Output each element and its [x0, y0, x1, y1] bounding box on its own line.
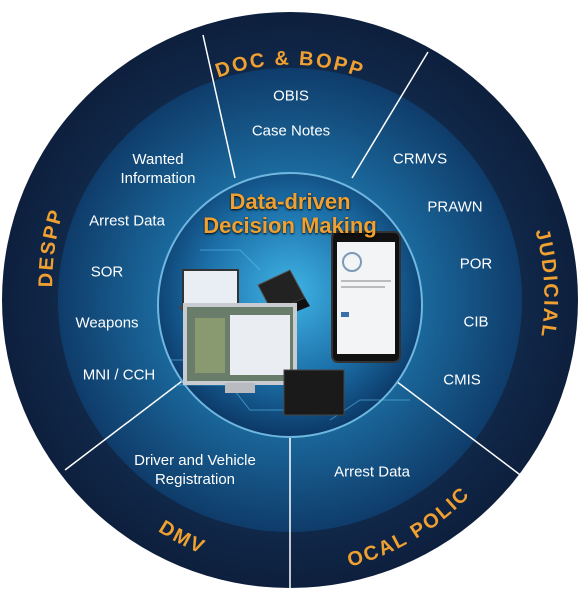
judicial-item-crmvs: CRMVS	[392, 150, 448, 168]
local-police-item-arrest-data: Arrest Data	[334, 463, 410, 481]
dmv-item-driver-vehicle-registration: Driver and Vehicle Registration	[134, 452, 256, 488]
doc-item-obis: OBIS	[273, 87, 309, 105]
despp-item-arrest-data: Arrest Data	[89, 212, 165, 230]
segment-dividers	[64, 34, 561, 592]
judicial-item-prawn: PRAWN	[427, 198, 483, 216]
tablet-image	[283, 369, 345, 416]
despp-item-sor: SOR	[90, 263, 124, 281]
center-title-line2: Decision Making	[203, 213, 377, 238]
despp-item-weapons: Weapons	[75, 314, 139, 332]
judicial-item-cib: CIB	[463, 313, 489, 331]
despp-item-wanted-information: Wanted Information	[120, 151, 196, 187]
judicial-item-por: POR	[459, 255, 493, 273]
doc-item-case-notes: Case Notes	[251, 122, 331, 140]
judicial-item-cmis: CMIS	[443, 371, 481, 389]
phone-image	[331, 231, 401, 363]
center-title-line1: Data-driven	[229, 189, 351, 214]
monitor-image	[183, 303, 297, 393]
despp-item-mni-cch: MNI / CCH	[82, 366, 156, 384]
